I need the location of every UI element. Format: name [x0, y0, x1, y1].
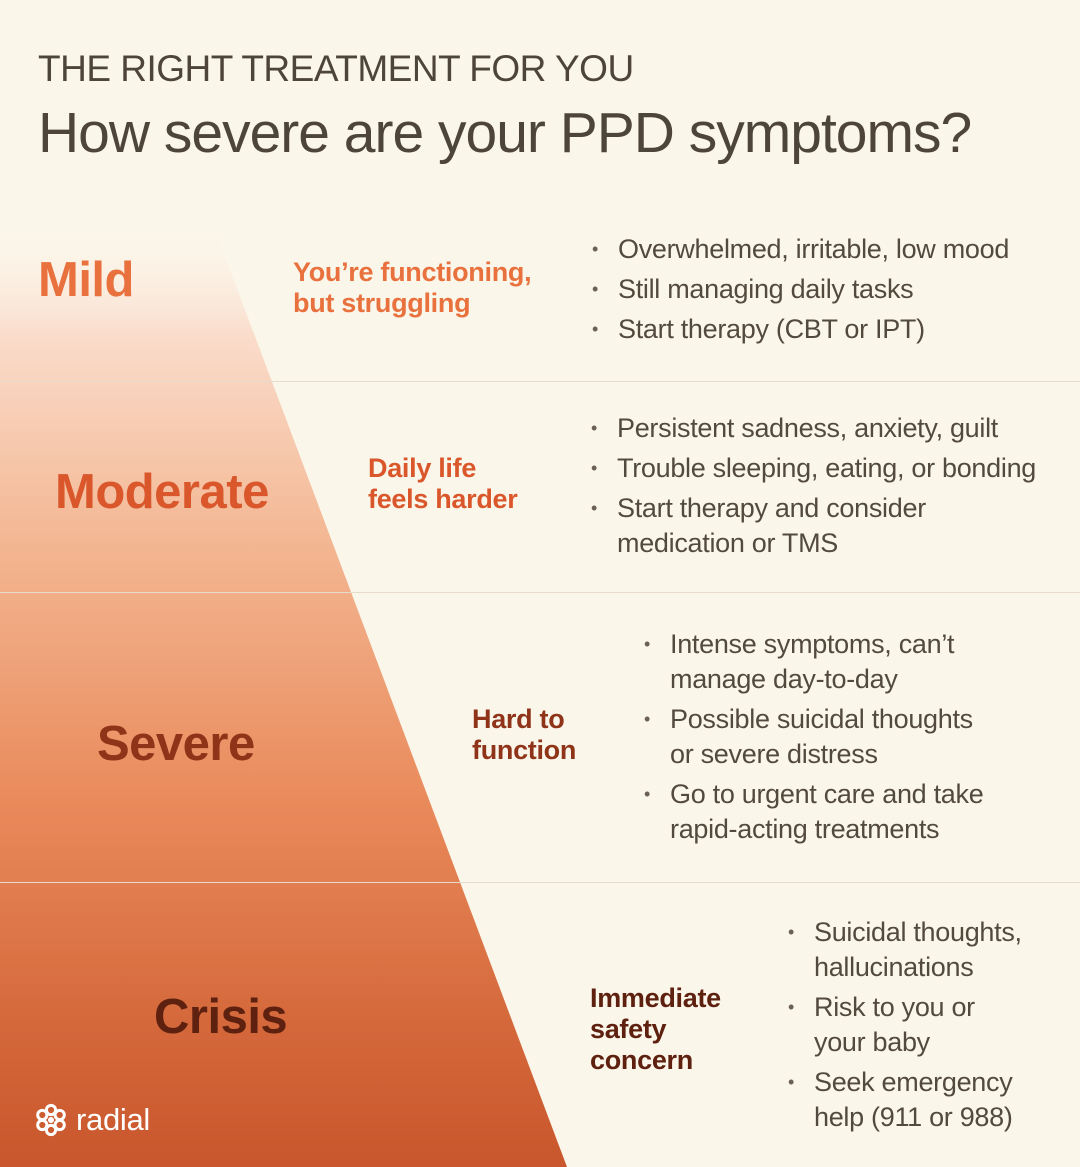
- list-item: Possible suicidal thoughts or severe dis…: [642, 702, 987, 772]
- list-item: Persistent sadness, anxiety, guilt: [589, 411, 1069, 446]
- symptom-list-moderate: Persistent sadness, anxiety, guilt Troub…: [589, 411, 1069, 566]
- level-name-moderate: Moderate: [55, 465, 269, 519]
- list-item: Start therapy (CBT or IPT): [590, 312, 1070, 347]
- list-item: Overwhelmed, irritable, low mood: [590, 232, 1070, 267]
- level-name-mild: Mild: [38, 253, 134, 307]
- list-item: Intense symptoms, can’t manage day-to-da…: [642, 627, 987, 697]
- symptom-list-crisis: Suicidal thoughts, hallucinations Risk t…: [786, 915, 1048, 1140]
- list-item: Seek emergency help (911 or 988): [786, 1065, 1048, 1135]
- list-item: Start therapy and consider medication or…: [589, 491, 957, 561]
- symptom-list-severe: Intense symptoms, can’t manage day-to-da…: [642, 627, 987, 852]
- level-tag-mild: You’re functioning, but struggling: [293, 257, 532, 318]
- brand-logo: radial: [34, 1102, 150, 1138]
- level-divider-3: [0, 882, 1080, 883]
- brand-name: radial: [76, 1102, 151, 1137]
- list-item: Suicidal thoughts, hallucinations: [786, 915, 1048, 985]
- level-tag-moderate: Daily life feels harder: [368, 453, 518, 514]
- level-divider-2: [0, 592, 1080, 593]
- symptom-list-mild: Overwhelmed, irritable, low mood Still m…: [590, 232, 1070, 352]
- level-name-severe: Severe: [97, 717, 255, 771]
- level-tag-crisis: Immediate safety concern: [590, 983, 721, 1075]
- level-divider-1: [0, 381, 1080, 382]
- list-item: Trouble sleeping, eating, or bonding: [589, 451, 1069, 486]
- header-title: How severe are your PPD symptoms?: [38, 101, 972, 165]
- flower-logo-icon: [36, 1103, 66, 1137]
- header-kicker: THE RIGHT TREATMENT FOR YOU: [38, 48, 634, 89]
- list-item: Still managing daily tasks: [590, 272, 1070, 307]
- level-tag-severe: Hard to function: [472, 704, 577, 765]
- list-item: Go to urgent care and take rapid-acting …: [642, 777, 987, 847]
- level-name-crisis: Crisis: [154, 990, 288, 1044]
- pyramid-shape: [0, 222, 567, 1167]
- list-item: Risk to you or your baby: [786, 990, 1004, 1060]
